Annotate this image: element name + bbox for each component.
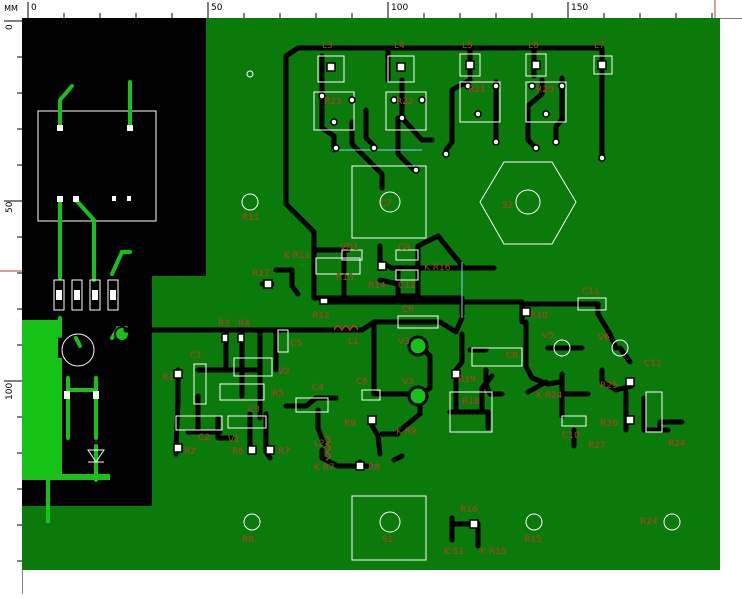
label-r10: R10 <box>530 311 548 321</box>
label-kr9: K R9 <box>396 427 417 437</box>
relay-outline <box>37 110 157 222</box>
label-r8b: R8 <box>242 535 254 545</box>
label-v4: V3 <box>402 377 414 387</box>
label-c10: C10 <box>562 431 580 441</box>
label-ks1: K S1 <box>444 547 464 557</box>
horizontal-ruler: 0 50 100 150 <box>22 0 742 19</box>
label-r6: R6 <box>232 447 244 457</box>
label-l4: L4 <box>394 41 405 51</box>
label-c12: C12 <box>398 281 416 291</box>
label-c9: C9 <box>398 243 410 253</box>
label-r11: R11 <box>242 213 260 223</box>
label-kr11: K R11 <box>284 251 310 261</box>
label-l7: L7 <box>594 41 605 51</box>
label-c4: C4 <box>312 383 324 393</box>
label-c11b: C11 <box>644 359 662 369</box>
label-r21: R21 <box>468 85 486 95</box>
label-v3: V3 <box>398 337 410 347</box>
diode-symbol <box>87 449 105 463</box>
label-r15b: R15 <box>524 535 542 545</box>
label-r12: R12 <box>312 311 330 321</box>
ruler-y-tick-0: 0 <box>5 24 15 30</box>
label-kr24: K R24 <box>536 391 563 401</box>
label-r7: R7 <box>278 447 290 457</box>
label-c1: C1 <box>190 351 202 361</box>
label-kr15: K R15 <box>480 547 506 557</box>
label-r19: R19 <box>458 375 476 385</box>
ruler-x-tick-50: 50 <box>211 3 223 13</box>
units-label: MM <box>0 0 23 19</box>
label-c8: C8 <box>506 351 518 361</box>
vertical-ruler: 0 50 100 <box>0 18 23 594</box>
label-r22: R22 <box>396 97 414 107</box>
pcb-layout[interactable]: L3 L4 L5 L6 L7 R23 R22 R21 R20 C7 S2 R11… <box>22 18 720 570</box>
vertical-ruler-scale: 0 50 100 <box>0 20 22 562</box>
label-r2: R2 <box>184 447 196 457</box>
horizontal-ruler-scale: 0 50 100 150 <box>27 0 716 18</box>
label-r20: R20 <box>536 85 554 95</box>
label-r4: R4 <box>238 319 250 329</box>
ruler-y-tick-100: 100 <box>5 383 15 400</box>
traces <box>123 45 685 549</box>
label-r17: R17 <box>252 269 270 279</box>
pcb-board[interactable]: L3 L4 L5 L6 L7 R23 R22 R21 R20 C7 S2 R11… <box>22 18 720 570</box>
label-r5: R5 <box>272 389 284 399</box>
label-c3: C3 <box>248 405 260 415</box>
mounting-holes <box>241 70 681 533</box>
label-r24: R24 <box>640 517 658 527</box>
label-r24b: R24 <box>668 439 686 449</box>
label-c6b: C6 <box>356 377 368 387</box>
transistors <box>407 335 429 407</box>
label-r23: R23 <box>324 97 342 107</box>
label-l3: L3 <box>322 41 333 51</box>
label-r14: R14 <box>368 281 386 291</box>
label-c7: C7 <box>380 199 392 209</box>
label-r27: R27 <box>588 441 606 451</box>
label-r1: R1 <box>162 373 174 383</box>
label-vd1: VD1 <box>340 243 359 253</box>
label-c5: C5 <box>290 339 302 349</box>
label-r13: R13 <box>336 273 354 283</box>
component-labels: L3 L4 L5 L6 L7 R23 R22 R21 R20 C7 S2 R11… <box>162 41 686 557</box>
label-v6: V6 <box>598 333 610 343</box>
label-l1: L1 <box>348 337 359 347</box>
ruler-x-tick-100: 100 <box>391 3 408 13</box>
label-r26: R26 <box>600 419 618 429</box>
transistor-left <box>61 333 95 367</box>
label-v5: V5 <box>542 331 554 341</box>
label-v2: V2 <box>278 367 290 377</box>
label-r25: R25 <box>600 381 618 391</box>
ruler-y-tick-50: 50 <box>5 201 15 213</box>
label-r18: R18 <box>462 397 480 407</box>
label-l6: L6 <box>528 41 539 51</box>
label-s1: S1 <box>382 535 393 545</box>
label-r8: R8 <box>368 463 380 473</box>
label-v1: V1 <box>228 435 240 445</box>
ruler-x-tick-150: 150 <box>571 3 588 13</box>
label-r16: R16 <box>460 505 478 515</box>
label-l2: L2 <box>314 439 325 449</box>
label-kr7: K R7 <box>314 463 335 473</box>
silkscreen <box>175 53 663 561</box>
label-l5: L5 <box>462 41 473 51</box>
label-c6: C6 <box>402 305 414 315</box>
ruler-x-tick-0: 0 <box>31 3 37 13</box>
label-kr16: K R16 <box>424 263 451 273</box>
label-c2: C2 <box>198 433 210 443</box>
inductor-l2-coil <box>324 435 331 461</box>
inductor-l1-coil <box>333 325 359 332</box>
pads <box>173 60 635 529</box>
label-r3: R3 <box>218 319 230 329</box>
label-r9: R9 <box>344 419 356 429</box>
label-c11a: C11 <box>582 287 600 297</box>
label-s2: S2 <box>502 201 513 211</box>
